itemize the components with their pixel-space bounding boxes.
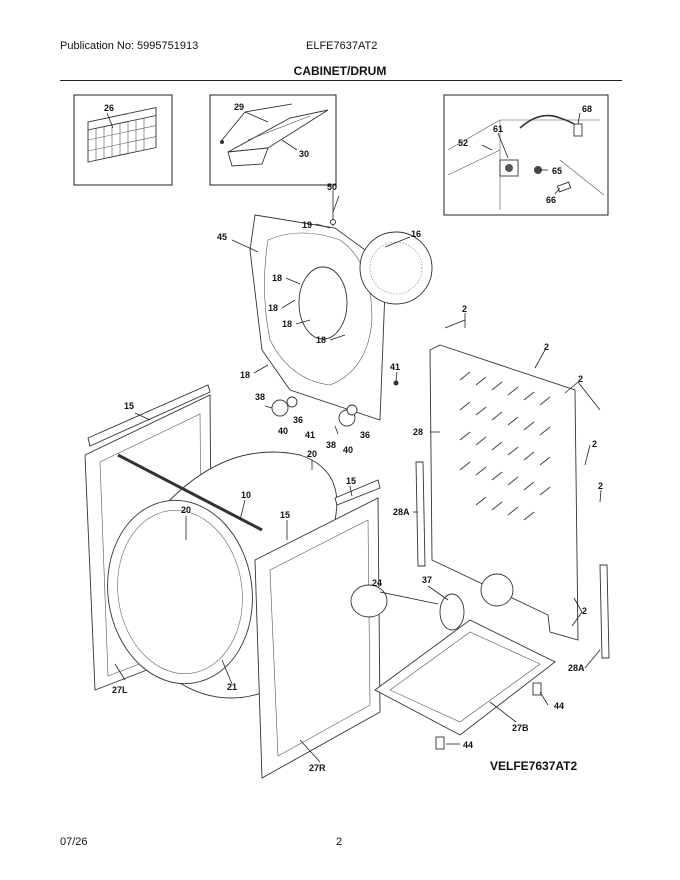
- callout-28a: 28A: [568, 663, 585, 673]
- callout-2: 2: [544, 342, 549, 352]
- side-bracket-left: [415, 461, 426, 567]
- callout-27l: 27L: [112, 685, 128, 695]
- callout-36: 36: [293, 415, 303, 425]
- callout-20: 20: [181, 505, 191, 515]
- rear-drum-bulkhead: [249, 190, 433, 421]
- callout-15: 15: [280, 510, 290, 520]
- callout-28a: 28A: [393, 507, 410, 517]
- callout-27r: 27R: [309, 763, 326, 773]
- callout-18: 18: [316, 335, 326, 345]
- cabinet-base: [350, 584, 556, 750]
- side-bracket-right: [599, 564, 610, 659]
- callout-29: 29: [234, 102, 244, 112]
- callout-10: 10: [241, 490, 251, 500]
- model-number: ELFE7637AT2: [306, 40, 378, 52]
- publication-number: Publication No: 5995751913: [60, 40, 199, 52]
- section-title: CABINET/DRUM: [293, 64, 387, 78]
- callout-65: 65: [552, 166, 562, 176]
- drum: [107, 451, 338, 699]
- callout-66: 66: [546, 195, 556, 205]
- leader-lines: [114, 195, 602, 763]
- callout-18: 18: [268, 303, 278, 313]
- callout-15: 15: [346, 476, 356, 486]
- callout-2: 2: [578, 374, 583, 384]
- callout-24: 24: [372, 578, 382, 588]
- callout-41: 41: [390, 362, 400, 372]
- drum-rollers: [264, 380, 399, 435]
- callout-36: 36: [360, 430, 370, 440]
- inset-lint-filter: [73, 94, 173, 186]
- callout-2: 2: [582, 606, 587, 616]
- diagram-model-label: VELFE7637AT2: [490, 759, 577, 773]
- callout-26: 26: [104, 103, 114, 113]
- callout-45: 45: [217, 232, 227, 242]
- callout-18: 18: [240, 370, 250, 380]
- callout-52: 52: [458, 138, 468, 148]
- header-rule: [60, 80, 622, 81]
- callout-37: 37: [422, 575, 432, 585]
- callout-19: 19: [302, 220, 312, 230]
- callout-15: 15: [124, 401, 134, 411]
- footer-page-number: 2: [336, 836, 343, 848]
- callout-40: 40: [278, 426, 288, 436]
- callout-labels: 26 29 30 68 61 52 65 66 50 19 45 16 18 1…: [104, 102, 603, 773]
- callout-2: 2: [462, 304, 467, 314]
- callout-40: 40: [343, 445, 353, 455]
- callout-2: 2: [592, 439, 597, 449]
- callout-16: 16: [411, 229, 421, 239]
- callout-20: 20: [307, 449, 317, 459]
- inset-steam-valve: [443, 94, 609, 216]
- callout-18: 18: [272, 273, 282, 283]
- callout-68: 68: [582, 104, 592, 114]
- callout-38: 38: [326, 440, 336, 450]
- callout-28: 28: [413, 427, 423, 437]
- callout-50: 50: [327, 182, 337, 192]
- cabinet-right-side: [254, 479, 381, 779]
- callout-41: 41: [305, 430, 315, 440]
- callout-2: 2: [598, 481, 603, 491]
- callout-30: 30: [299, 149, 309, 159]
- rear-panel: [429, 344, 579, 641]
- callout-21: 21: [227, 682, 237, 692]
- callout-44: 44: [463, 740, 473, 750]
- callout-38: 38: [255, 392, 265, 402]
- callout-27b: 27B: [512, 723, 529, 733]
- callout-61: 61: [493, 124, 503, 134]
- footer-date: 07/26: [60, 836, 88, 848]
- inset-lint-filter-guide: [209, 94, 337, 186]
- callout-44: 44: [554, 701, 564, 711]
- callout-18: 18: [282, 319, 292, 329]
